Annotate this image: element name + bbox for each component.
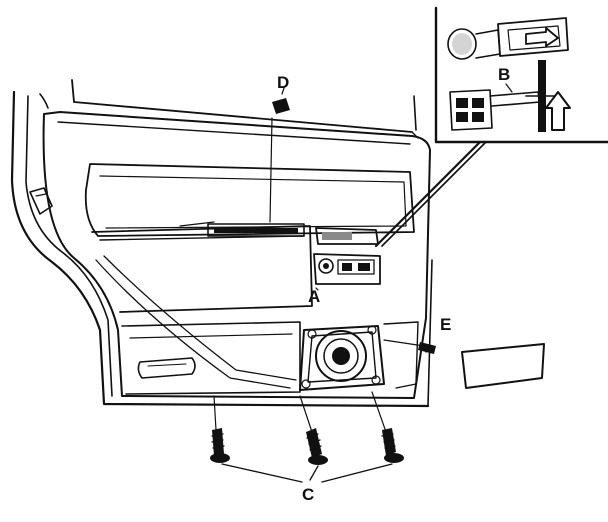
label-e: E bbox=[440, 315, 451, 334]
screw-c-middle bbox=[306, 428, 328, 465]
power-window-switch-a bbox=[313, 227, 381, 285]
inset-up-arrow-icon bbox=[545, 91, 571, 131]
trim-panel bbox=[42, 111, 431, 399]
screw-c-right bbox=[381, 428, 404, 463]
door-frame bbox=[10, 79, 433, 408]
screw-e bbox=[383, 339, 436, 354]
label-c: C bbox=[302, 485, 314, 504]
screw-c-left bbox=[210, 428, 230, 463]
inset-switch-knob bbox=[447, 28, 501, 60]
leader-d bbox=[281, 87, 285, 95]
detail-inset bbox=[374, 6, 608, 248]
label-a: A bbox=[308, 287, 320, 306]
clip-d bbox=[269, 98, 290, 223]
leader-a bbox=[315, 287, 319, 291]
screws-c bbox=[210, 391, 404, 483]
label-b: B bbox=[498, 65, 510, 84]
label-d: D bbox=[277, 73, 289, 92]
speaker-grille bbox=[299, 325, 385, 391]
inset-connector bbox=[497, 17, 569, 57]
inset-release-tab bbox=[449, 83, 541, 131]
speaker-cover-plate bbox=[461, 343, 545, 389]
